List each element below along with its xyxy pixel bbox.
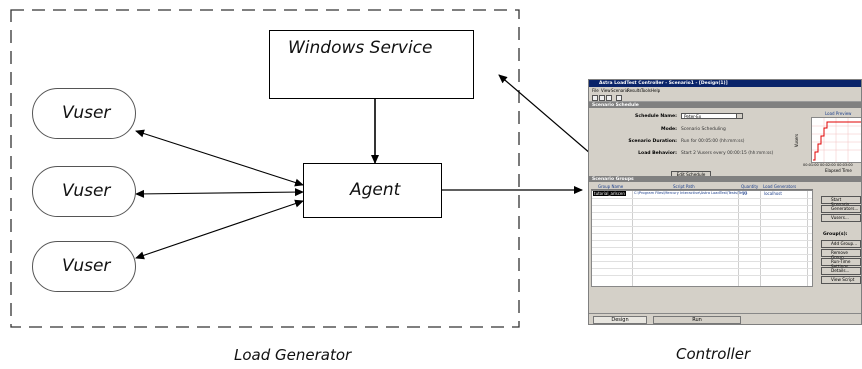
vuser1-agent-arrow [135, 129, 304, 187]
vuser-label: Vuser [62, 256, 111, 276]
vuser2-agent-arrow [135, 188, 304, 198]
controller-service-arrow [498, 74, 599, 161]
save-icon[interactable] [606, 95, 612, 101]
col-group-name[interactable]: Group Name [598, 184, 624, 189]
vuser-1: Vuser [32, 88, 136, 139]
title-bar: Astra LoadTest Controller - Scenario1 - … [589, 80, 861, 87]
vuser-label: Vuser [62, 103, 111, 123]
load-curve [813, 121, 861, 161]
side-panel: Start Scenario Generators... Vusers... G… [821, 188, 861, 288]
menu-results[interactable]: Results [627, 88, 642, 93]
groups-grid[interactable]: tutorial_arlscen C:\Program Files\Mercur… [591, 190, 813, 287]
vusers-button[interactable]: Vusers... [821, 214, 861, 222]
menu-view[interactable]: View [601, 88, 611, 93]
add-group-button[interactable]: Add Group... [821, 240, 861, 248]
menu-help[interactable]: Help [651, 88, 661, 93]
load-generator-label: Load Generator [234, 346, 352, 364]
menu-scenario[interactable]: Scenario [611, 88, 629, 93]
run-icon[interactable] [616, 95, 622, 101]
load-behavior-label: Load Behavior: [638, 151, 677, 156]
runtime-settings-button[interactable]: Run-Time Settings [821, 258, 861, 269]
schedule-name-value: Peter-Ex [684, 114, 702, 119]
vuser-3: Vuser [32, 241, 136, 292]
windows-service-label: Windows Service [288, 38, 433, 58]
chart-title: Load Preview [825, 111, 852, 116]
col-script-path[interactable]: Script Path [673, 184, 695, 189]
row-generator: localhost [764, 191, 782, 196]
row-script-path: C:\Program Files\Mercury Interactive\Ast… [634, 191, 748, 195]
tab-run[interactable]: Run [653, 316, 741, 324]
row-quantity: 10 [742, 191, 748, 196]
remove-group-button[interactable]: Remove Group [821, 249, 861, 260]
mode-value: Scenario Scheduling [681, 127, 726, 132]
mode-label: Mode: [661, 127, 677, 132]
vuser3-agent-arrow [135, 199, 304, 260]
new-icon[interactable] [592, 95, 598, 101]
row-group-name: tutorial_arlscen [593, 191, 626, 196]
chart-ylabel: Vusers [794, 133, 800, 148]
agent-box: Agent [303, 163, 442, 218]
load-preview-plot [812, 118, 861, 162]
chart-tick: 00:01:00 [803, 163, 819, 167]
schedule-name-label: Schedule Name: [635, 114, 677, 119]
start-scenario-button[interactable]: Start Scenario [821, 196, 861, 207]
menu-file[interactable]: File [592, 88, 599, 93]
col-quantity[interactable]: Quantity [741, 184, 759, 189]
load-generator-boundary [10, 9, 520, 328]
toolbar [589, 93, 861, 102]
window-title: Astra LoadTest Controller - Scenario1 - … [599, 81, 728, 86]
menu-tools[interactable]: Tools [641, 88, 651, 93]
groups-section-header: Scenario Groups [589, 176, 861, 182]
schedule-name-select[interactable]: Peter-Ex [681, 113, 743, 119]
vuser-label: Vuser [62, 181, 111, 201]
chevron-down-icon [736, 114, 742, 118]
status-bar: Design Run [589, 313, 861, 324]
details-button[interactable]: Details... [821, 267, 861, 275]
load-behavior-value: Start 2 Vusers every 00:00:15 (hh:mm:ss) [681, 151, 774, 156]
tab-design[interactable]: Design [593, 316, 647, 324]
groups-grid-header: Group Name Script Path Quantity Load Gen… [591, 184, 813, 190]
schedule-section-header: Scenario Schedule [589, 102, 861, 108]
vuser-2: Vuser [32, 166, 136, 217]
chart-tick: 00:03:00 [837, 163, 853, 167]
chart-tick: 00:02:00 [820, 163, 836, 167]
menu-bar: File View Scenario Results Tools Help [589, 87, 861, 93]
view-script-button[interactable]: View Script [821, 276, 861, 284]
chart-xlabel: Elapsed Time [825, 168, 852, 173]
load-preview-chart [811, 117, 861, 163]
col-load-generators[interactable]: Load Generators [763, 184, 797, 189]
open-icon[interactable] [599, 95, 605, 101]
agent-label: Agent [350, 180, 401, 200]
edit-schedule-label: Edit Schedule [676, 172, 706, 177]
schedule-section-title: Scenario Schedule [592, 102, 639, 108]
controller-window: Astra LoadTest Controller - Scenario1 - … [588, 79, 862, 325]
groups-section-title: Scenario Groups [592, 176, 634, 182]
duration-label: Scenario Duration: [628, 139, 677, 144]
windows-service-box: Windows Service [269, 30, 474, 99]
duration-value: Run for 00:05:00 (hh:mm:ss) [681, 139, 745, 144]
group-label: Group(s): [823, 232, 848, 237]
generators-button[interactable]: Generators... [821, 205, 861, 213]
table-row[interactable]: tutorial_arlscen C:\Program Files\Mercur… [592, 191, 807, 197]
controller-label: Controller [676, 345, 751, 363]
